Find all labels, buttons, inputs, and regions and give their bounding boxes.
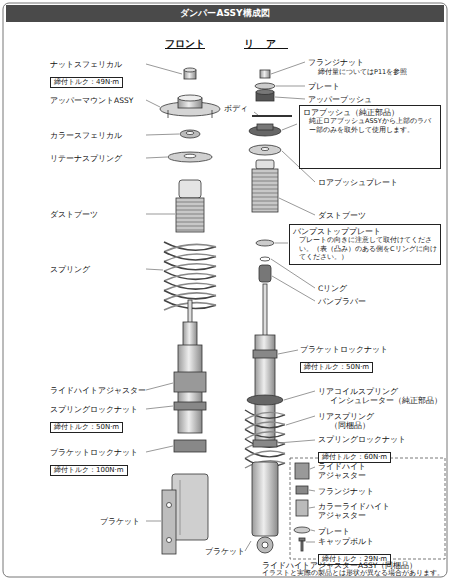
part-label: ライドハイトアジャスターASSY（同梱品）	[262, 561, 417, 570]
part-label: ブラケット	[205, 547, 245, 556]
part-label: ライドハイト	[318, 462, 366, 471]
part-label: ボディ	[224, 104, 248, 113]
part-name: ブラケットロックナット	[300, 345, 388, 354]
part-name: ナットスフェリカル	[50, 60, 123, 69]
part-name: バンプストッププレート	[293, 227, 437, 236]
part-name: ブラケットロックナット	[50, 448, 138, 457]
torque-callout: スプリングロックナット締付トルク：60N·m	[318, 435, 406, 463]
part-label: ロアブッシュプレート	[318, 178, 398, 187]
torque-callout: ブラケットロックナット締付トルク：50N·m	[300, 345, 388, 373]
part-label: アッパーマウントASSY	[50, 96, 133, 105]
torque-callout: スプリングロックナット締付トルク：50N·m	[50, 405, 138, 433]
part-label: リアコイルスプリング	[318, 387, 398, 396]
part-label: カラースフェリカル	[50, 131, 122, 140]
torque-value: 締付トルク：50N·m	[50, 422, 123, 433]
torque-value: 締付トルク：60N·m	[318, 452, 391, 463]
torque-value: 締付トルク：50N·m	[300, 362, 373, 373]
part-label: ダストブーツ	[318, 211, 366, 220]
note-text: プレートの向きに注意して取付けてください。（表（凸み）のある側をCリングに向けて…	[293, 236, 437, 261]
part-label: Cリング	[318, 284, 347, 293]
note-box: ロアブッシュ（純正部品）純正ロアブッシュASSYから上部のラバー部のみを取外して…	[299, 105, 441, 169]
title: ダンパーASSY構成図	[6, 5, 444, 22]
part-label: アッパーブッシュ	[308, 95, 372, 104]
note-box: バンプストッププレートプレートの向きに注意して取付けてください。（表（凸み）のあ…	[289, 224, 441, 265]
part-label: インシュレーター（純正部品）	[330, 396, 442, 405]
title-bar: ダンパーASSY構成図	[6, 5, 444, 22]
part-name: ロアブッシュ（純正部品）	[303, 108, 437, 117]
part-name: キャップボルト	[318, 537, 391, 546]
torque-value: 締付トルク：100N·m	[50, 465, 128, 476]
part-label: プレート	[308, 82, 340, 91]
part-label: リアスプリング	[318, 412, 374, 421]
torque-value: 締付トルク：49N·m	[50, 77, 123, 88]
part-name: スプリングロックナット	[318, 435, 406, 444]
part-label: ライドハイトアジャスター	[50, 386, 146, 395]
part-label: （同梱品）	[330, 421, 370, 430]
part-label: スプリング	[50, 265, 90, 274]
caption: イラストと実際の製品とは形状が異なる場合があります。	[262, 569, 444, 577]
note-text: 純正ロアブッシュASSYから上部のラバー部のみを取外して使用します。	[303, 117, 437, 134]
part-label: 締付量についてはP11を参照	[318, 68, 407, 76]
part-label: プレート	[318, 527, 350, 536]
torque-callout: ナットスフェリカル締付トルク：49N·m	[50, 60, 123, 88]
part-name: スプリングロックナット	[50, 405, 138, 414]
part-label: フランジナット	[318, 487, 374, 496]
part-label: ダストブーツ	[50, 210, 98, 219]
part-label: アジャスター	[318, 471, 366, 480]
part-label: カラーライドハイト	[318, 502, 390, 511]
part-label: ブラケット	[100, 517, 140, 526]
column-heading: リア	[244, 38, 288, 50]
column-heading: フロント	[165, 38, 205, 50]
part-label: アジャスター	[318, 511, 366, 520]
part-label: リテーナスプリング	[50, 154, 122, 163]
torque-callout: ブラケットロックナット締付トルク：100N·m	[50, 448, 138, 476]
part-label: フランジナット	[308, 58, 364, 67]
part-label: バンプラバー	[318, 297, 366, 306]
